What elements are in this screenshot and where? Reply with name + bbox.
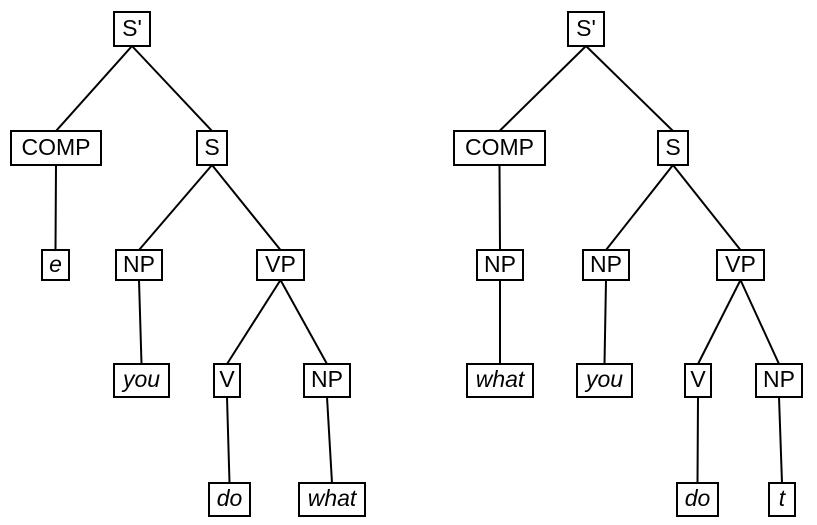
tree-node-label: COMP [21,133,91,160]
tree-node-do: do [208,482,251,517]
tree-node-what: what [466,363,534,398]
tree-node-label: S' [576,14,596,41]
tree-node-what: what [298,482,366,517]
tree-node-comp: COMP [453,130,546,166]
tree-node-v: V [684,363,712,398]
tree-node-label: NP [763,366,795,392]
tree-node-label: V [690,366,706,392]
tree-node-vp: VP [716,249,765,281]
tree-node-np: NP [115,249,163,281]
tree-node-comp: COMP [10,130,102,166]
tree-node-label: VP [725,250,756,277]
tree-node-label: t [778,485,786,511]
tree-node-label: NP [484,250,516,277]
tree-node-e: e [41,249,70,281]
tree-node-v: V [213,363,241,398]
tree-node-np: NP [755,363,803,398]
tree-node-label: you [585,366,624,392]
tree-node-do: do [676,482,719,517]
tree-node-label: S [204,133,220,160]
tree-node-s: S [657,130,689,166]
tree-node-you: you [113,363,170,398]
tree-node-s: S' [567,11,605,47]
tree-node-s: S' [113,11,151,47]
tree-node-label: what [307,485,357,511]
tree-node-vp: VP [256,249,305,281]
tree-node-label: NP [311,366,343,392]
tree-node-label: VP [265,250,296,277]
tree-node-label: do [216,485,243,511]
tree-node-label: NP [123,250,155,277]
tree-node-np: NP [303,363,351,398]
tree-node-np: NP [476,249,524,281]
tree-node-t: t [768,482,796,517]
tree-node-label: do [684,485,711,511]
tree-node-label: COMP [465,133,534,160]
tree-node-np: NP [582,249,630,281]
tree-node-label: you [122,366,161,392]
tree-node-label: S' [122,14,142,41]
tree-node-you: you [576,363,633,398]
tree-node-label: e [49,250,62,277]
tree-node-label: V [219,366,235,392]
tree-node-label: S [665,133,681,160]
tree-node-label: NP [590,250,622,277]
tree-node-s: S [196,130,228,166]
tree-node-label: what [475,366,525,392]
